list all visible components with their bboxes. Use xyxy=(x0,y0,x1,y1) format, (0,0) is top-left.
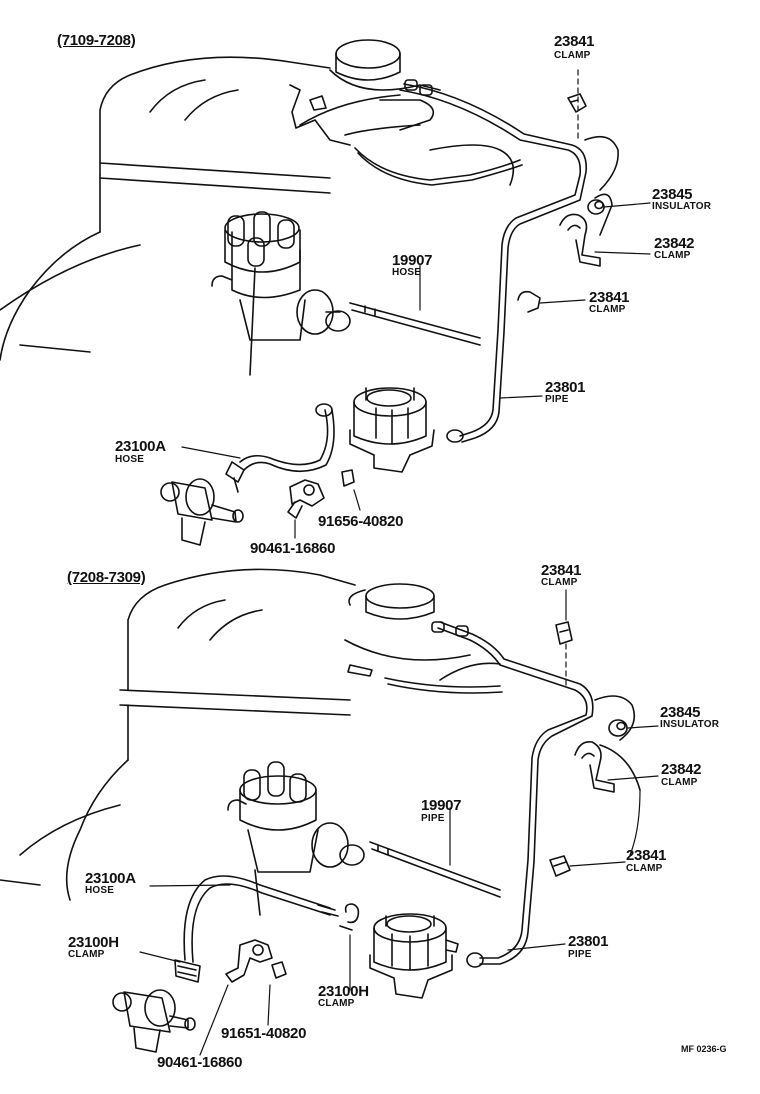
part-number-91651-40820: 91651-40820 xyxy=(221,1025,307,1042)
clamps-insulator-top xyxy=(517,93,605,313)
distributor-top xyxy=(211,211,351,341)
vsv-bottom xyxy=(112,989,196,1053)
part-number-23100h-right: 23100H xyxy=(318,983,369,1000)
part-name-hose-23100a-top: HOSE xyxy=(115,454,145,465)
part-number-23841-bottom-lower: 23841 xyxy=(626,847,667,864)
part-number-90461-16860-bottom: 90461-16860 xyxy=(157,1054,243,1071)
part-number-23842-bottom: 23842 xyxy=(661,761,702,778)
part-number-23845-bottom: 23845 xyxy=(660,704,701,721)
part-number-19907-bottom: 19907 xyxy=(421,797,462,814)
bracket-bottom xyxy=(225,903,360,983)
part-number-23842-top: 23842 xyxy=(654,235,695,252)
pipe-23801-bottom xyxy=(384,621,594,968)
part-number-91656-40820: 91656-40820 xyxy=(318,513,404,530)
vacuum-canister-bottom xyxy=(369,913,459,999)
part-name-hose-19907-top: HOSE xyxy=(392,267,422,278)
part-name-hose-23100a-bottom: HOSE xyxy=(85,885,115,896)
distributor-bottom xyxy=(227,761,365,873)
part-number-23100a-top: 23100A xyxy=(115,438,166,455)
vsv-top xyxy=(160,478,244,546)
part-name-clamp-top-lower: CLAMP xyxy=(589,304,626,315)
part-number-23801-top: 23801 xyxy=(545,379,586,396)
leaders-top xyxy=(181,69,651,539)
part-number-23841-top-upper: 23841 xyxy=(554,33,595,50)
part-name-pipe-19907-bottom: PIPE xyxy=(421,813,445,824)
part-name-clamp-top-upper: CLAMP xyxy=(554,50,591,61)
hose-19907-top xyxy=(349,302,481,346)
part-name-clamp-23842-top: CLAMP xyxy=(654,250,691,261)
part-name-clamp-bottom-lower: CLAMP xyxy=(626,863,663,874)
part-number-23801-bottom: 23801 xyxy=(568,933,609,950)
part-name-clamp-23100h-right: CLAMP xyxy=(318,998,355,1009)
drawing-code: MF 0236-G xyxy=(681,1044,727,1054)
part-name-insulator-bottom: INSULATOR xyxy=(660,719,720,730)
engine-drawing-bottom xyxy=(0,568,641,916)
part-name-clamp-23842-bottom: CLAMP xyxy=(661,777,698,788)
part-number-23845-top: 23845 xyxy=(652,186,693,203)
part-name-clamp-23100h-left: CLAMP xyxy=(68,949,105,960)
part-name-pipe-23801-top: PIPE xyxy=(545,394,569,405)
part-number-19907-top: 19907 xyxy=(392,252,433,269)
section-title-bottom: (7208-7309) xyxy=(67,569,146,586)
part-number-23841-bottom-upper: 23841 xyxy=(541,562,582,579)
vacuum-canister-top xyxy=(349,387,435,473)
part-name-pipe-23801-bottom: PIPE xyxy=(568,949,592,960)
part-name-insulator-top: INSULATOR xyxy=(652,201,712,212)
hose-23100a-bottom xyxy=(174,875,339,983)
engine-drawing-top xyxy=(0,39,619,376)
part-number-23841-top-lower: 23841 xyxy=(589,289,630,306)
part-number-23100a-bottom: 23100A xyxy=(85,870,136,887)
pipe-23801-top xyxy=(354,79,588,443)
section-title-top: (7109-7208) xyxy=(57,32,136,49)
hose-23100a-top xyxy=(225,403,335,493)
clamps-insulator-bottom xyxy=(549,621,628,877)
part-number-90461-16860-top: 90461-16860 xyxy=(250,540,336,557)
bracket-top xyxy=(287,469,355,519)
pipe-19907-bottom xyxy=(369,841,501,898)
leaders-bottom xyxy=(139,589,659,1056)
part-name-clamp-bottom-upper: CLAMP xyxy=(541,577,578,588)
part-number-23100h-left: 23100H xyxy=(68,934,119,951)
